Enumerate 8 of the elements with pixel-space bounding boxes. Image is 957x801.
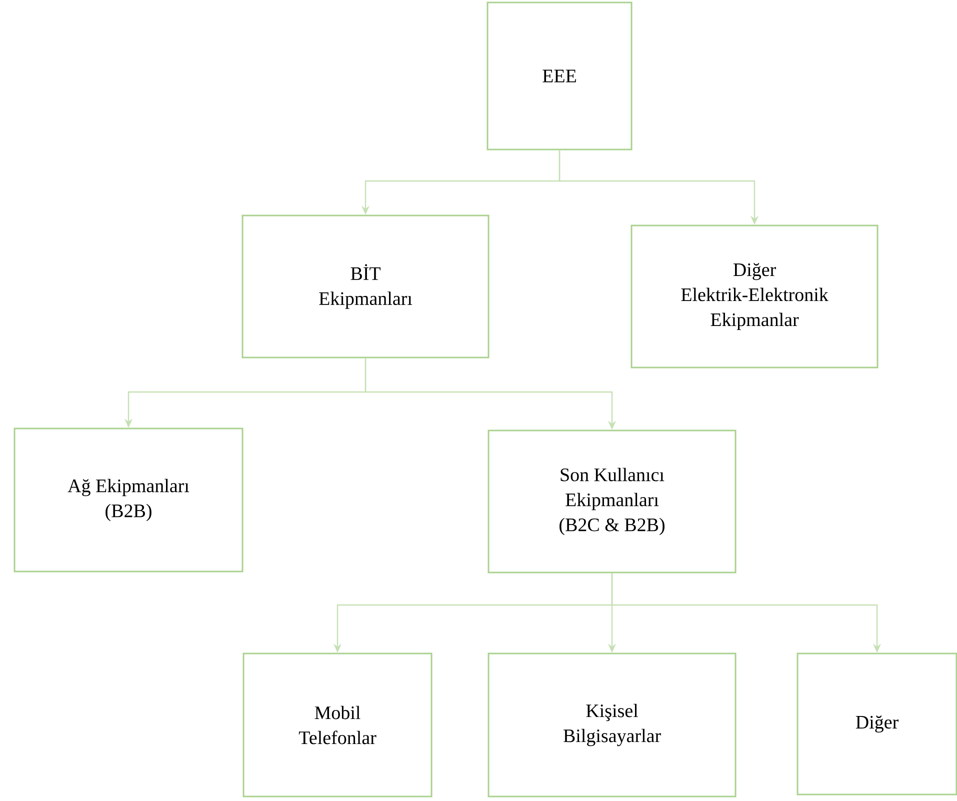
category-box: EEE (486, 2, 632, 150)
category-box: Son Kullanıcı Ekipmanları (B2C & B2B) (488, 430, 736, 574)
category-box: Ağ Ekipmanları (B2B) (14, 428, 244, 572)
category-box: BİT Ekipmanları (242, 214, 490, 358)
category-box: Mobil Telefonlar (242, 652, 432, 798)
category-box: Diğer Elektrik-Elektronik Ekipmanlar (630, 224, 878, 368)
category-box: Kişisel Bilgisayarlar (488, 652, 736, 798)
category-box: Diğer (796, 652, 957, 796)
